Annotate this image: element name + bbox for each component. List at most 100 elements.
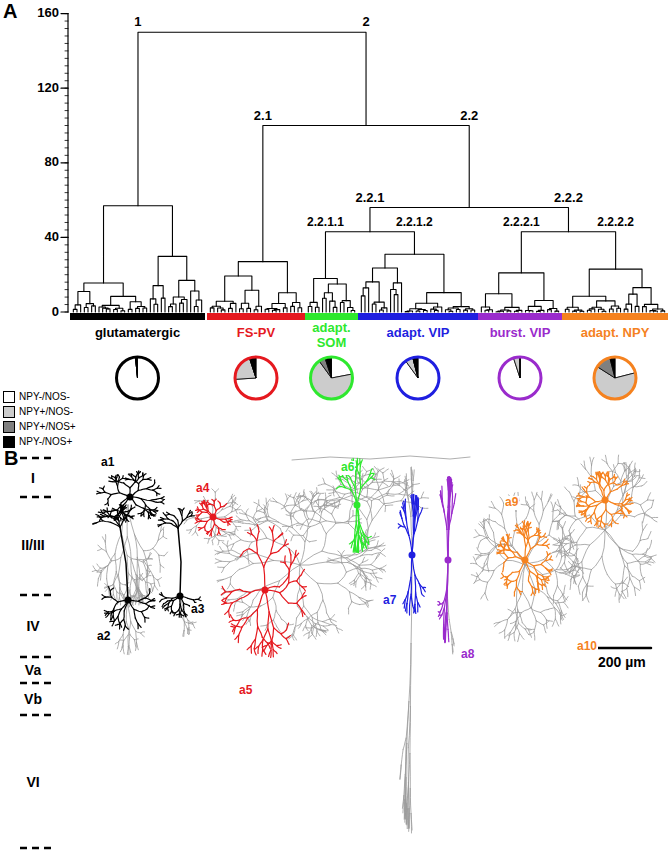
axon — [560, 563, 564, 569]
axon — [143, 562, 146, 570]
dendrogram-branch — [86, 304, 93, 308]
axon — [188, 620, 189, 628]
axon — [101, 566, 107, 571]
axon — [163, 529, 164, 536]
dendrogram-branch — [245, 290, 259, 306]
axon — [320, 522, 327, 534]
axon — [407, 809, 408, 825]
pie-rim — [594, 357, 636, 399]
axon — [484, 528, 488, 538]
axon — [556, 550, 559, 557]
axon — [349, 504, 353, 523]
axon — [452, 644, 454, 654]
axon — [347, 516, 353, 521]
axis-minor-tick — [65, 65, 68, 66]
axon — [642, 522, 644, 530]
axon — [114, 572, 117, 584]
axon — [526, 509, 530, 519]
axon — [366, 548, 374, 549]
pie-slice — [597, 358, 615, 378]
axon — [315, 624, 323, 626]
axon — [602, 556, 607, 574]
axon — [536, 535, 549, 543]
axon — [318, 622, 321, 629]
axon — [342, 563, 346, 572]
axon — [515, 609, 517, 624]
axon — [607, 463, 612, 471]
axon — [370, 573, 374, 577]
axon — [303, 536, 309, 542]
axon — [557, 586, 562, 595]
axon — [277, 502, 284, 506]
pie-slice — [499, 357, 541, 399]
axon — [619, 548, 627, 564]
axon — [296, 623, 302, 626]
dendrogram-branch — [535, 301, 553, 309]
axon — [309, 519, 320, 522]
axon — [376, 554, 380, 559]
axon — [141, 633, 144, 637]
axon — [582, 592, 584, 600]
dendrite — [141, 609, 146, 611]
axon — [408, 783, 410, 809]
dendrite — [141, 612, 144, 617]
axon — [319, 507, 321, 513]
dendrogram-branch — [643, 307, 647, 312]
axon — [640, 564, 641, 575]
dendrite — [119, 478, 123, 481]
axis-minor-tick — [65, 252, 68, 253]
axon — [336, 492, 345, 495]
axis-minor-tick — [65, 43, 68, 44]
dendrite — [118, 475, 120, 478]
axon — [448, 597, 450, 619]
axis-minor-tick — [65, 73, 68, 74]
axon — [352, 510, 353, 516]
axon — [556, 602, 564, 604]
cluster-bar — [207, 313, 305, 320]
axon — [292, 510, 301, 513]
axon — [129, 634, 131, 645]
dendrite — [108, 587, 110, 591]
axon — [131, 621, 136, 631]
pie-charts — [116, 357, 636, 399]
pie-slice — [136, 357, 138, 378]
axon — [483, 519, 485, 527]
dendrogram-branch — [485, 294, 511, 308]
axon — [323, 600, 327, 613]
axon — [325, 504, 331, 508]
axon — [645, 508, 652, 514]
axon — [553, 596, 554, 604]
axon — [322, 551, 342, 556]
axon — [471, 563, 477, 565]
axon — [163, 536, 167, 538]
axon — [317, 612, 319, 622]
axis-minor-tick — [65, 162, 68, 163]
axon — [120, 646, 123, 652]
dendrite — [148, 478, 151, 479]
axon — [188, 628, 190, 634]
pie-slice — [136, 357, 138, 378]
axon — [112, 557, 121, 560]
axon — [638, 561, 646, 563]
axon — [411, 516, 412, 545]
dendrogram-branch — [171, 304, 177, 312]
axon — [225, 517, 232, 522]
axon — [408, 748, 409, 783]
dendrite — [141, 499, 145, 505]
dendrite — [124, 620, 126, 626]
dendrite — [214, 524, 218, 528]
axon — [489, 523, 494, 532]
axon — [229, 554, 240, 558]
axon — [546, 620, 548, 628]
axon — [187, 629, 188, 635]
axon — [382, 482, 388, 486]
axon — [576, 557, 579, 567]
dendrite — [111, 493, 120, 495]
axon — [307, 617, 312, 626]
pie-slice — [136, 357, 138, 378]
axon — [578, 492, 584, 498]
axon — [146, 570, 147, 578]
axon — [215, 552, 221, 554]
dendrite — [222, 529, 225, 530]
